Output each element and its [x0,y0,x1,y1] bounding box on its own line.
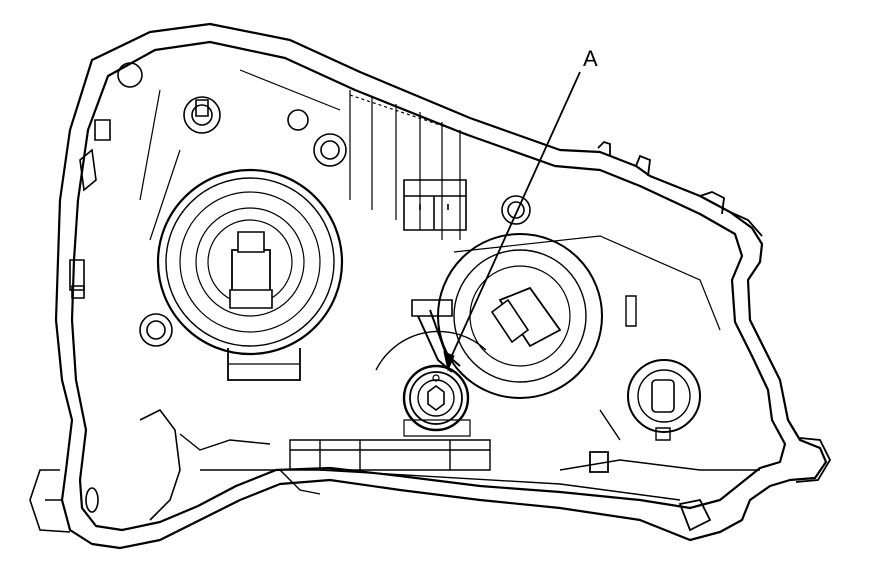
callout-a-leader-line [448,72,580,364]
low-beam-socket [158,170,342,380]
left-flange [30,120,180,532]
callout-a-arrowhead [444,352,454,370]
aiming-adjuster [376,300,486,436]
housing-outline [56,24,826,548]
side-marker-socket [626,296,700,440]
callout-a-label: A [583,46,598,71]
mounting-bolts [118,63,530,346]
callout-a: A [444,46,598,370]
housing-ribs [140,70,470,240]
bottom-tray [180,410,760,500]
wire-connector [404,180,466,230]
